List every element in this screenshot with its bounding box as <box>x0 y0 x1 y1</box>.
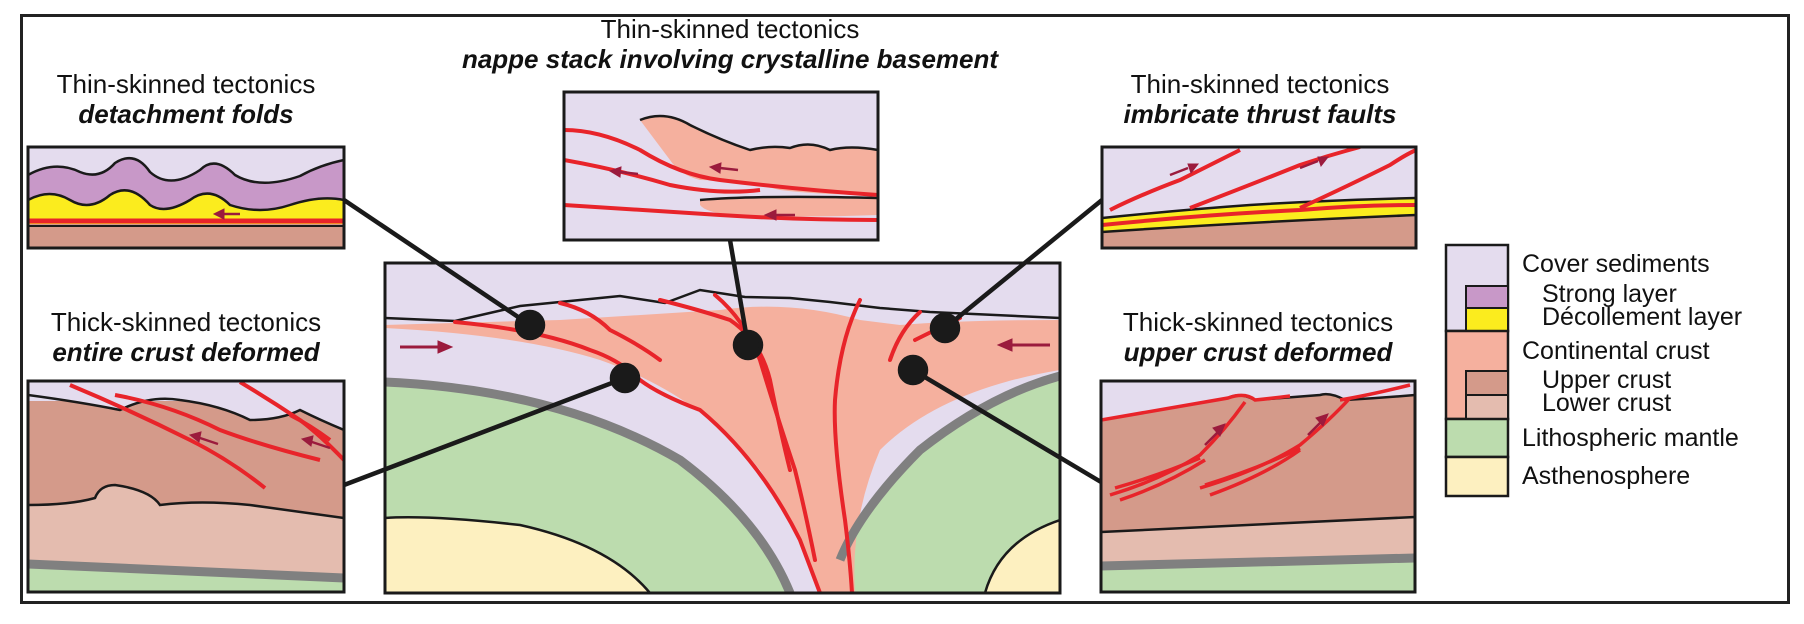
title-line-2: nappe stack involving crystalline baseme… <box>461 44 999 74</box>
swatch-lithospheric-mantle <box>1444 417 1510 459</box>
legend-strong-layer: Strong layer <box>1542 280 1677 308</box>
legend-cover-sediments: Cover sediments <box>1522 250 1710 278</box>
entire-crust-panel <box>28 381 344 592</box>
connectors <box>342 198 1104 488</box>
legend-lower-crust: Lower crust <box>1542 389 1672 417</box>
swatch-asthenosphere <box>1444 455 1510 498</box>
title-entire-crust: Thick-skinned tectonics entire crust def… <box>20 307 352 367</box>
title-line-1: Thin-skinned tectonics <box>56 69 316 99</box>
convergence-arrow-right <box>996 338 1050 352</box>
nappe-stack-panel <box>564 92 878 240</box>
title-upper-crust: Thick-skinned tectonics upper crust defo… <box>1085 307 1431 367</box>
title-nappe-stack: Thin-skinned tectonics nappe stack invol… <box>390 14 1070 74</box>
slip-arrows <box>608 162 795 221</box>
connector-dot-nappe <box>732 329 764 361</box>
swatch-lower-crust <box>1465 394 1509 420</box>
connector-dot-imbricate <box>929 312 961 344</box>
legend-swatches <box>1444 243 1510 498</box>
central-panel-border <box>383 261 1062 595</box>
title-detachment-folds: Thin-skinned tectonics detachment folds <box>28 69 344 129</box>
connector-dot-entire-crust <box>609 362 641 394</box>
title-line-1: Thin-skinned tectonics <box>600 14 860 44</box>
imbricate-thrusts-panel <box>1102 147 1416 248</box>
swatch-upper-crust <box>1465 370 1509 396</box>
title-line-2: entire crust deformed <box>52 337 320 367</box>
title-line-2: upper crust deformed <box>1123 337 1393 367</box>
swatch-strong-layer <box>1465 285 1509 309</box>
legend-decollement-layer: Décollement layer <box>1542 303 1743 331</box>
legend-upper-crust: Upper crust <box>1542 366 1672 394</box>
title-line-2: detachment folds <box>78 99 294 129</box>
legend-lithospheric-mantle: Lithospheric mantle <box>1522 424 1739 452</box>
legend-asthenosphere: Asthenosphere <box>1522 462 1691 490</box>
title-imbricate-thrusts: Thin-skinned tectonics imbricate thrust … <box>1080 69 1440 129</box>
title-line-2: imbricate thrust faults <box>1123 99 1397 129</box>
swatch-decollement-layer <box>1465 307 1509 332</box>
detachment-folds-panel <box>28 147 344 248</box>
upper-crust-panel <box>1101 381 1415 592</box>
central-orogen-panel <box>385 263 1060 593</box>
figure-frame <box>20 14 1790 604</box>
title-line-1: Thick-skinned tectonics <box>1122 307 1394 337</box>
connector-dot-detachment <box>514 309 546 341</box>
title-line-1: Thin-skinned tectonics <box>1130 69 1390 99</box>
convergence-arrow-left <box>400 340 454 354</box>
connector-dot-upper-crust <box>897 354 929 386</box>
title-line-1: Thick-skinned tectonics <box>50 307 322 337</box>
slip-arrow <box>212 208 240 220</box>
legend-continental-crust: Continental crust <box>1522 337 1710 365</box>
